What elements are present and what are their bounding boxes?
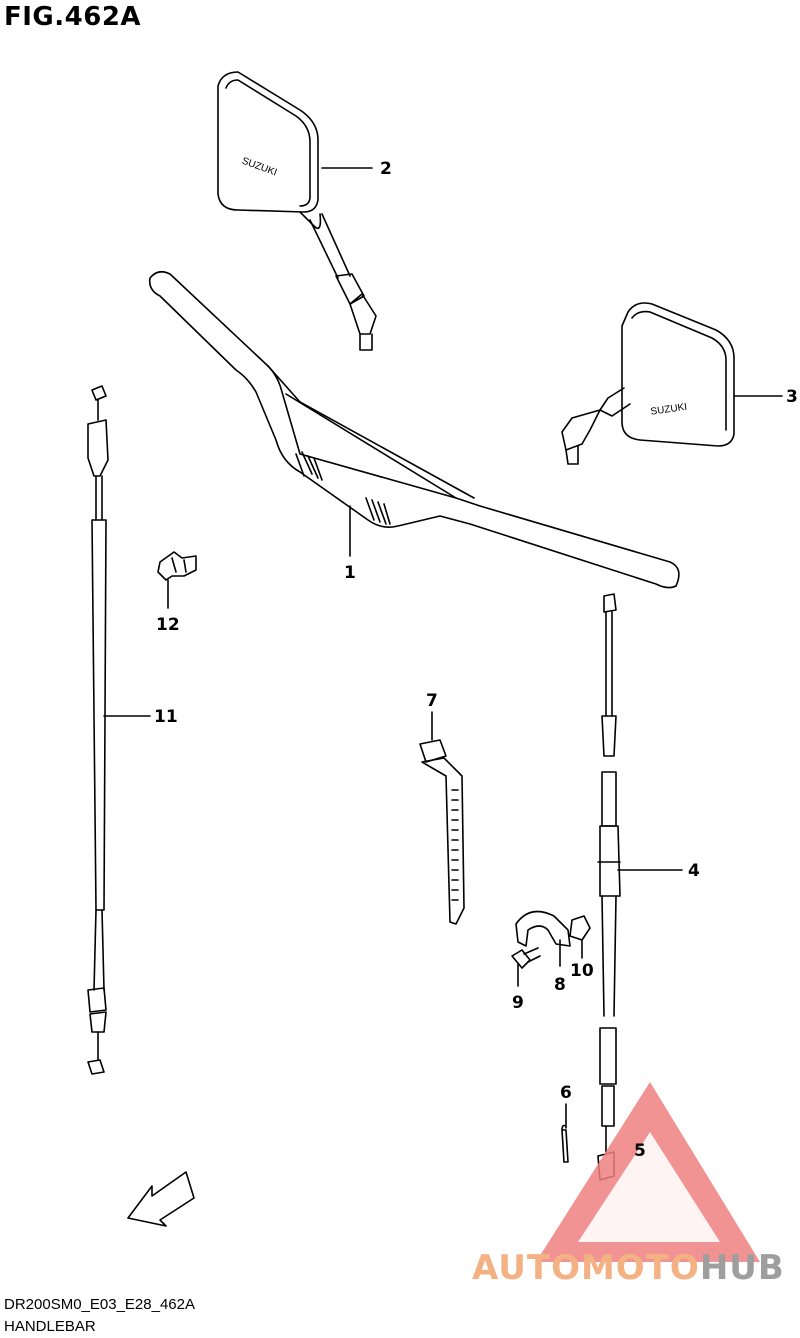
watermark-text: AUTOMOTOHUB <box>472 1248 785 1288</box>
fwd-arrow-icon <box>127 1171 195 1227</box>
nut[interactable] <box>569 915 591 941</box>
callout-11: 11 <box>154 707 178 727</box>
bolt[interactable] <box>511 947 541 969</box>
callout-3: 3 <box>786 387 798 407</box>
cable-right[interactable] <box>597 593 621 1181</box>
handlebar[interactable] <box>148 270 680 589</box>
section-name: HANDLEBAR <box>4 1318 96 1335</box>
cable-clip[interactable] <box>157 551 197 581</box>
callout-7: 7 <box>426 691 438 711</box>
model-code: DR200SM0_E03_E28_462A <box>4 1296 195 1313</box>
cotter-pin[interactable] <box>561 1124 569 1163</box>
mirror-logo-right: SUZUKI <box>650 402 688 418</box>
callout-5: 5 <box>634 1141 646 1161</box>
mirror-logo-left: SUZUKI <box>240 156 278 179</box>
callout-4: 4 <box>688 861 700 881</box>
figure-title: FIG.462A <box>4 2 142 32</box>
cable-tie[interactable] <box>419 739 465 925</box>
callout-12: 12 <box>156 615 180 635</box>
callout-10: 10 <box>570 961 594 981</box>
callout-8: 8 <box>554 975 566 995</box>
cable-left[interactable] <box>87 385 109 1075</box>
watermark-text-part1: AUTOMOTO <box>472 1248 700 1288</box>
mirror-left[interactable]: SUZUKI <box>217 71 377 351</box>
watermark-text-part2: HUB <box>699 1248 785 1288</box>
callout-6: 6 <box>560 1083 572 1103</box>
callout-9: 9 <box>512 993 524 1013</box>
mirror-right[interactable]: SUZUKI <box>561 302 735 465</box>
callout-1: 1 <box>344 563 356 583</box>
watermark-logo <box>536 1082 760 1262</box>
clamp[interactable] <box>515 910 571 947</box>
callout-2: 2 <box>380 159 392 179</box>
